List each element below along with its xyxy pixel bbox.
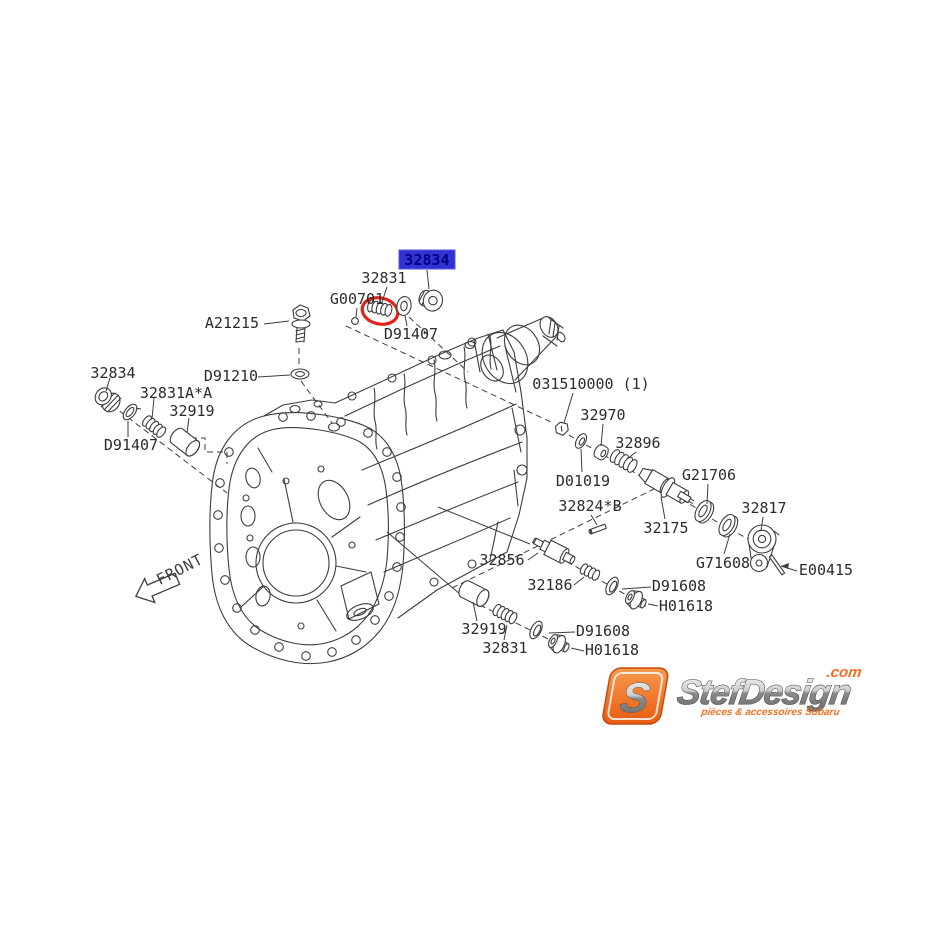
part-label-32834-left: 32834 [90, 364, 135, 382]
part-glyphs [94, 289, 786, 658]
washer-g71608-icon [715, 511, 742, 541]
transmission-case-drawing [95, 316, 749, 665]
part-label-32970: 32970 [580, 406, 625, 424]
axis-dashed-rollpin [451, 486, 659, 589]
part-label-031510000: 031510000 (1) [532, 375, 649, 393]
switch-32856-icon [532, 537, 576, 565]
axis-dashed-top-chain-2 [408, 316, 469, 373]
part-label-d91407-top: D91407 [384, 325, 438, 343]
part-label-32831-top: 32831 [361, 269, 406, 287]
washer-d91608-upper-icon [602, 574, 622, 598]
gear-case-body [327, 329, 528, 621]
part-label-d91608-upper: D91608 [652, 577, 706, 595]
part-label-32824-b: 32824*B [558, 497, 621, 515]
bell-bolt-holes [213, 411, 406, 661]
front-indicator: FRONT [134, 550, 206, 604]
part-label-32175: 32175 [643, 519, 688, 537]
part-label-32919-lower: 32919 [461, 620, 506, 638]
part-label-32186: 32186 [527, 576, 572, 594]
red-highlight-circle [360, 296, 400, 326]
part-label-h01618-upper: H01618 [659, 597, 713, 615]
plug-h01618-upper-icon [622, 586, 651, 614]
plug-h01618-lower-icon [545, 630, 574, 658]
drain-boss [340, 571, 380, 620]
part-label-d91407-left: D91407 [104, 436, 158, 454]
part-label-g00701: G00701 [330, 290, 384, 308]
snap-ring-d91407-left-icon [122, 403, 142, 421]
part-label-32817: 32817 [741, 499, 786, 517]
plug-32834-left-icon [94, 387, 122, 413]
speedo-gear-32817-icon [747, 524, 780, 573]
logo-tld: .com [825, 664, 862, 681]
axis-dashed-top-chain [345, 325, 554, 424]
bolt-a21215-icon [291, 304, 311, 343]
ball-g00701-icon [351, 317, 359, 325]
pin-e00415-icon [768, 554, 786, 576]
clip-031510000-icon [554, 421, 569, 436]
axis-dashed-bolt [298, 348, 333, 424]
lead-to-cyl-32919 [386, 531, 462, 596]
part-label-d91608-lower: D91608 [576, 622, 630, 640]
cylinder-32919-left-icon [166, 425, 203, 460]
label-leaders [105, 269, 798, 652]
washer-g21706-icon [691, 497, 718, 527]
part-label-d01019: D01019 [556, 472, 610, 490]
part-label-d91210: D91210 [204, 367, 258, 385]
part-label-h01618-lower: H01618 [585, 641, 639, 659]
highlight-box-32834[interactable] [398, 249, 456, 270]
lead-to-switch-32856 [437, 506, 531, 545]
part-label-e00415: E00415 [799, 561, 853, 579]
logo-brand-text: StefDesign [675, 673, 853, 712]
part-label-32831a-a: 32831A*A [140, 384, 212, 402]
logo-tile [602, 667, 669, 725]
bolt-boss [327, 422, 341, 432]
front-arrow-icon [134, 572, 181, 604]
part-label-32831-lower: 32831 [482, 639, 527, 657]
switch-32175-icon [638, 467, 695, 504]
nut-32970-icon [593, 444, 609, 461]
roll-pin-32824b-icon [588, 523, 607, 535]
watermark-logo: S StefDesign .com pièces & accessoires S… [602, 664, 863, 725]
washer-d01019-icon [572, 431, 590, 451]
part-label-32856: 32856 [479, 551, 524, 569]
part-label-g71608: G71608 [696, 554, 750, 572]
tail-extension [473, 316, 566, 385]
plug-32834-top-icon [418, 289, 444, 312]
washer-d91210-icon [290, 368, 310, 380]
part-label-g21706: G21706 [682, 466, 736, 484]
bell-housing [209, 399, 406, 665]
part-label-32834-top[interactable]: 32834 [404, 251, 449, 269]
part-labels: 32834 32831 G00701 D91407 A21215 D91210 … [90, 249, 853, 659]
part-label-32896: 32896 [615, 434, 660, 452]
axis-dashed-left-chain [95, 392, 228, 494]
part-label-32919-left: 32919 [169, 402, 214, 420]
part-label-a21215: A21215 [205, 314, 259, 332]
washer-d91407-top-icon [396, 296, 412, 316]
logo-tagline: pièces & accessoires Subaru [700, 707, 841, 718]
